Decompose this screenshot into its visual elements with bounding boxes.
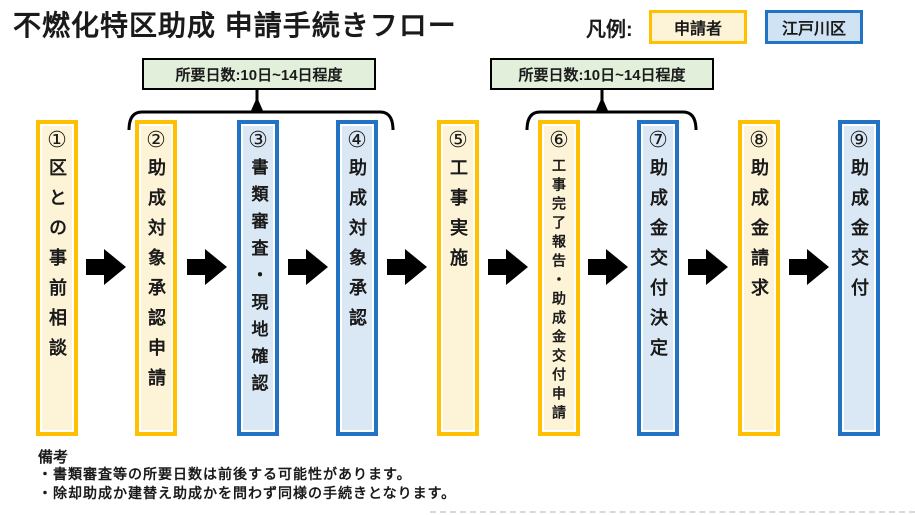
arrow-right-icon <box>488 249 528 285</box>
note-line: ・書類審査等の所要日数は前後する可能性があります。 <box>38 466 412 482</box>
step-number: ① <box>47 127 67 152</box>
arrow-right-icon <box>187 249 227 285</box>
duration-label-1: 所要日数:10日~14日程度 <box>142 58 376 90</box>
step-number: ⑨ <box>849 127 869 152</box>
legend-item-applicant: 申請者 <box>649 10 747 44</box>
page-divider <box>430 511 915 515</box>
step-label: 区との事前相談 <box>47 158 67 368</box>
step-1-pre-consultation: ① 区との事前相談 <box>36 120 78 436</box>
bracket-connector-2 <box>525 88 698 131</box>
step-number: ⑧ <box>749 127 769 152</box>
step-9-grant-payment: ⑨ 助成金交付 <box>838 120 880 436</box>
bracket-connector-1 <box>127 88 395 131</box>
page-title: 不燃化特区助成 申請手続きフロー <box>13 10 457 41</box>
step-8-grant-claim: ⑧ 助成金請求 <box>738 120 780 436</box>
step-label: 助成金交付決定 <box>648 158 668 368</box>
duration-label-2: 所要日数:10日~14日程度 <box>490 58 714 90</box>
step-label: 書類審査・現地確認 <box>248 158 268 401</box>
step-label: 助成対象承認 <box>347 158 367 338</box>
arrow-right-icon <box>288 249 328 285</box>
legend-item-ward: 江戸川区 <box>765 10 863 44</box>
step-label: 助成金請求 <box>749 158 769 308</box>
step-number: ② <box>146 127 166 152</box>
step-label: 工事完了報告・助成金交付申請 <box>551 158 567 424</box>
step-2-approval-application: ② 助成対象承認申請 <box>135 120 177 436</box>
arrow-right-icon <box>688 249 728 285</box>
step-number: ⑤ <box>448 127 468 152</box>
legend-applicant-label: 申請者 <box>673 21 722 38</box>
arrow-right-icon <box>588 249 628 285</box>
note-line: ・除却助成か建替え助成かを問わず同様の手続きとなります。 <box>38 485 457 501</box>
step-number: ③ <box>248 127 268 152</box>
step-label: 工事実施 <box>448 158 468 278</box>
step-3-document-review: ③ 書類審査・現地確認 <box>237 120 279 436</box>
arrow-right-icon <box>86 249 126 285</box>
legend-ward-label: 江戸川区 <box>781 21 846 38</box>
arrow-right-icon <box>789 249 829 285</box>
notes-heading: 備考 <box>38 449 69 466</box>
step-number: ⑥ <box>549 127 569 152</box>
step-4-approval: ④ 助成対象承認 <box>336 120 378 436</box>
step-5-construction: ⑤ 工事実施 <box>437 120 479 436</box>
step-number: ⑦ <box>648 127 668 152</box>
step-label: 助成金交付 <box>849 158 869 308</box>
step-label: 助成対象承認申請 <box>146 158 166 398</box>
step-number: ④ <box>347 127 367 152</box>
step-6-completion-report: ⑥ 工事完了報告・助成金交付申請 <box>538 120 580 436</box>
arrow-right-icon <box>387 249 427 285</box>
step-7-grant-decision: ⑦ 助成金交付決定 <box>637 120 679 436</box>
legend-label: 凡例: <box>586 19 633 41</box>
